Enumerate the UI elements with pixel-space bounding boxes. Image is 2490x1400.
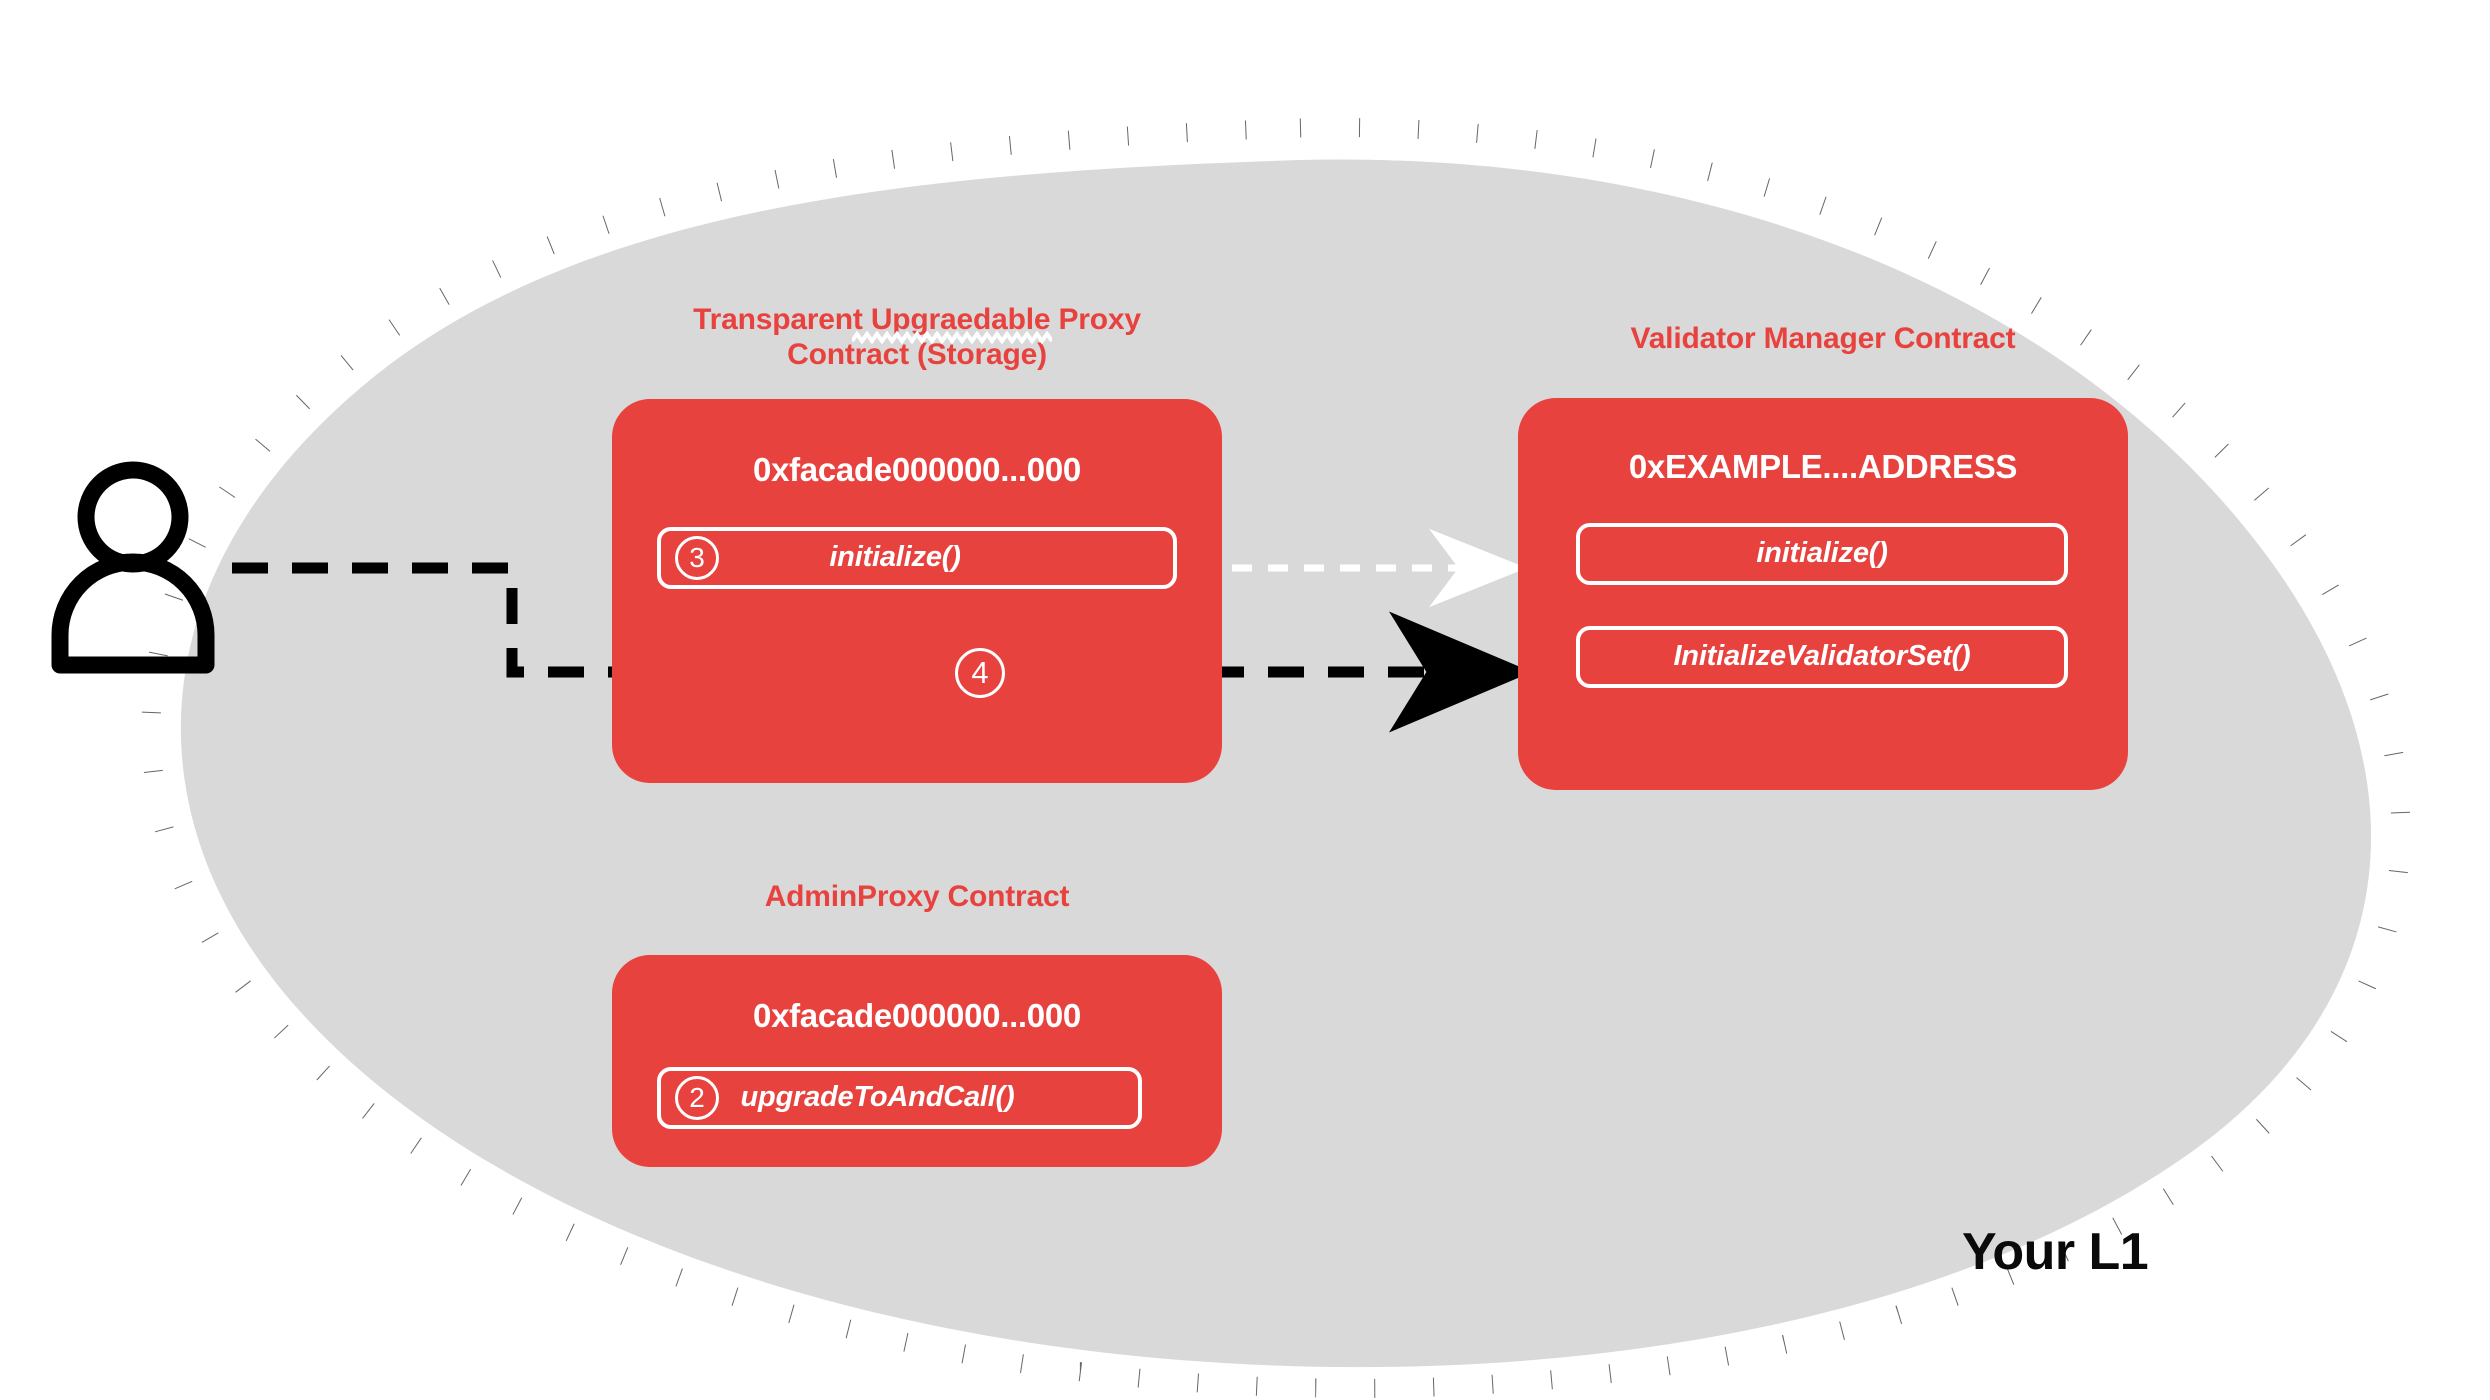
method-label-admin-upgrade-to-and-call: upgradeToAndCall(): [740, 1081, 1015, 1114]
contract-title-admin-proxy: AdminProxy Contract: [764, 880, 1070, 913]
contract-title-validator-manager: Validator Manager Contract: [1630, 322, 2016, 355]
contract-card-admin-proxy: 0xfacade000000...000 2 upgradeToAndCall(…: [612, 954, 1222, 1167]
step-badge-3: 3: [675, 535, 719, 580]
environment-label: Your L1: [1962, 1223, 2149, 1281]
step-badge-4: 4: [955, 647, 1005, 698]
contract-address-admin-proxy: 0xfacade000000...000: [753, 996, 1081, 1034]
method-label-vm-initialize-validator-set: InitializeValidatorSet(): [1673, 640, 1971, 673]
method-label-proxy-initialize: initialize(): [829, 541, 961, 574]
contract-card-proxy: 0xfacade000000...000 3 initialize() 4: [612, 398, 1222, 783]
method-row-vm-initialize-validator-set[interactable]: InitializeValidatorSet(): [1576, 625, 2068, 688]
contract-admin-proxy: AdminProxy Contract 0xfacade000000...000…: [612, 880, 1222, 1167]
method-row-admin-upgrade-to-and-call[interactable]: 2 upgradeToAndCall(): [657, 1066, 1142, 1129]
person-head-icon: [77, 461, 189, 573]
person-body-icon: [51, 553, 215, 674]
contract-address-proxy: 0xfacade000000...000: [753, 450, 1081, 488]
contract-address-validator-manager: 0xEXAMPLE....ADDRESS: [1628, 447, 2018, 485]
contract-validator-manager: Validator Manager Contract 0xEXAMPLE....…: [1518, 322, 2128, 790]
contract-title-proxy: Transparent Upgraedable Proxy Contract (…: [693, 303, 1141, 371]
method-label-vm-initialize: initialize(): [1756, 537, 1888, 570]
contract-transparent-upgradeable-proxy: Transparent Upgraedable Proxy Contract (…: [612, 303, 1222, 783]
step-badge-2: 2: [675, 1075, 719, 1120]
method-row-proxy-initialize[interactable]: 3 initialize(): [657, 526, 1177, 589]
method-row-vm-initialize[interactable]: initialize(): [1576, 522, 2068, 585]
person-icon: [51, 461, 215, 674]
contract-card-validator-manager: 0xEXAMPLE....ADDRESS initialize() Initia…: [1518, 397, 2128, 790]
